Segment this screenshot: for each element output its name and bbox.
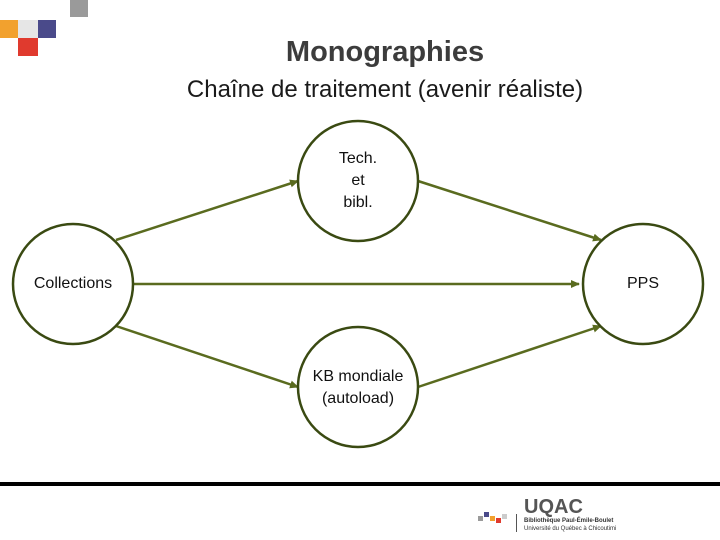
node-pps-label: PPS [626, 275, 659, 292]
node-collections-circle [11, 222, 135, 346]
node-collections-label: Collections [33, 275, 113, 292]
node-pps-circle [581, 222, 705, 346]
edge-collections-to-tech [115, 179, 299, 242]
edge-kb-to-pps [417, 324, 602, 389]
uqac-logo-mark-icon [478, 512, 507, 523]
decor-square-gray [70, 0, 88, 17]
decor-square-lightgray [18, 20, 38, 38]
node-kb-label: KB mondiale (autoload) [312, 368, 404, 407]
slide-title: Monographies [285, 36, 485, 68]
node-tech-label: Tech. et bibl. [338, 150, 378, 211]
decor-square-navy [38, 20, 56, 38]
slide-subtitle: Chaîne de traitement (avenir réaliste) [186, 76, 584, 103]
logo-line-2: Université du Québec à Chicoutimi [524, 526, 617, 532]
node-tech-circle [296, 119, 420, 243]
decor-square-orange [0, 20, 18, 38]
logo-name: UQAC [524, 496, 583, 518]
footer-divider [0, 482, 720, 486]
edge-collections-to-kb [115, 324, 299, 389]
logo-line-1: Bibliothèque Paul-Émile-Boulet [524, 518, 614, 524]
decor-square-red [18, 38, 38, 56]
logo-divider [516, 514, 517, 532]
edge-tech-to-pps [417, 179, 602, 242]
node-kb-circle [296, 325, 420, 449]
